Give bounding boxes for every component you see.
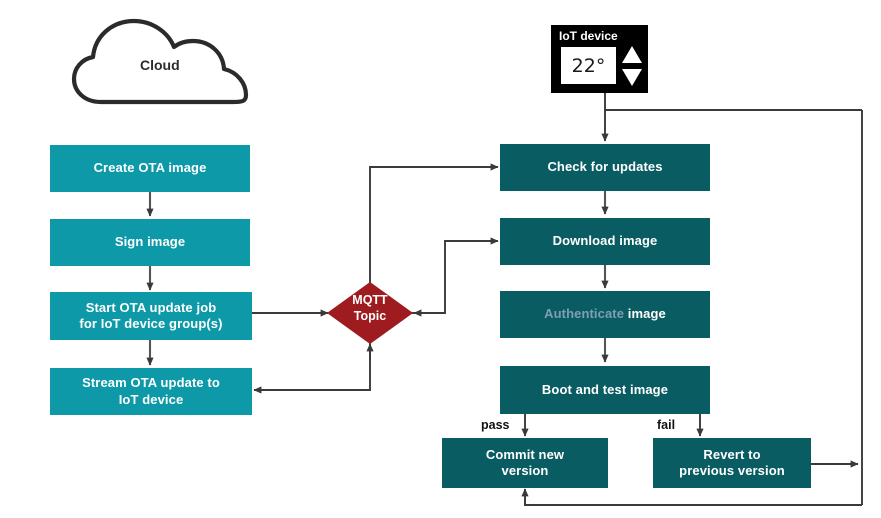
cloud-label: Cloud [140,57,180,73]
commit-return-connector [521,488,862,506]
iot-device-display: 22° [561,47,616,84]
iot-device-title: IoT device [559,29,618,43]
temperature-stepper[interactable] [621,45,643,87]
node-start-ota-update-job[interactable]: Start OTA update job for IoT device grou… [50,292,252,340]
node-label: Check for updates [547,159,663,175]
node-authenticate-image[interactable]: Authenticate image [500,291,710,338]
node-label-line1: Stream OTA update to [82,375,220,391]
mqtt-to-check-updates-connector [366,163,499,293]
node-label-line1: Start OTA update job [85,299,217,315]
node-label: Authenticate image [544,306,666,322]
node-label-line1: Commit new [485,446,565,462]
node-download-image[interactable]: Download image [500,218,710,265]
mqtt-topic-diamond[interactable] [327,282,413,344]
mqtt-to-stream-connector [253,342,374,394]
iot-device-widget[interactable]: IoT device 22° [551,25,648,93]
node-label-line2: IoT device [118,391,184,407]
label-fail: fail [657,418,676,432]
node-label-bright: image [627,306,666,322]
node-boot-and-test-image[interactable]: Boot and test image [500,366,710,414]
node-label-line2: previous version [679,463,785,478]
feedback-loop-top [601,109,862,142]
node-commit-new-version[interactable]: Commit new version [442,438,608,488]
node-label-line2: version [501,463,549,478]
node-label: Boot and test image [541,381,669,397]
node-label: Sign image [114,234,186,250]
node-label-line1: Revert to [703,446,761,462]
down-triangle-icon[interactable] [622,69,642,86]
node-check-for-updates[interactable]: Check for updates [500,144,710,191]
cloud-shape [71,18,249,105]
node-label: Download image [552,233,658,249]
up-triangle-icon[interactable] [622,46,642,63]
node-label-dim: Authenticate [544,306,625,322]
iot-device-temperature: 22° [571,54,606,77]
node-stream-ota-update[interactable]: Stream OTA update to IoT device [50,368,252,415]
download-image-to-mqtt-connector [412,237,499,317]
node-sign-image[interactable]: Sign image [50,219,250,266]
node-label-line2: for IoT device group(s) [79,316,223,331]
node-revert-to-previous-version[interactable]: Revert to previous version [653,438,811,488]
label-pass: pass [481,418,510,432]
node-label: Create OTA image [93,160,207,176]
node-create-ota-image[interactable]: Create OTA image [50,145,250,192]
